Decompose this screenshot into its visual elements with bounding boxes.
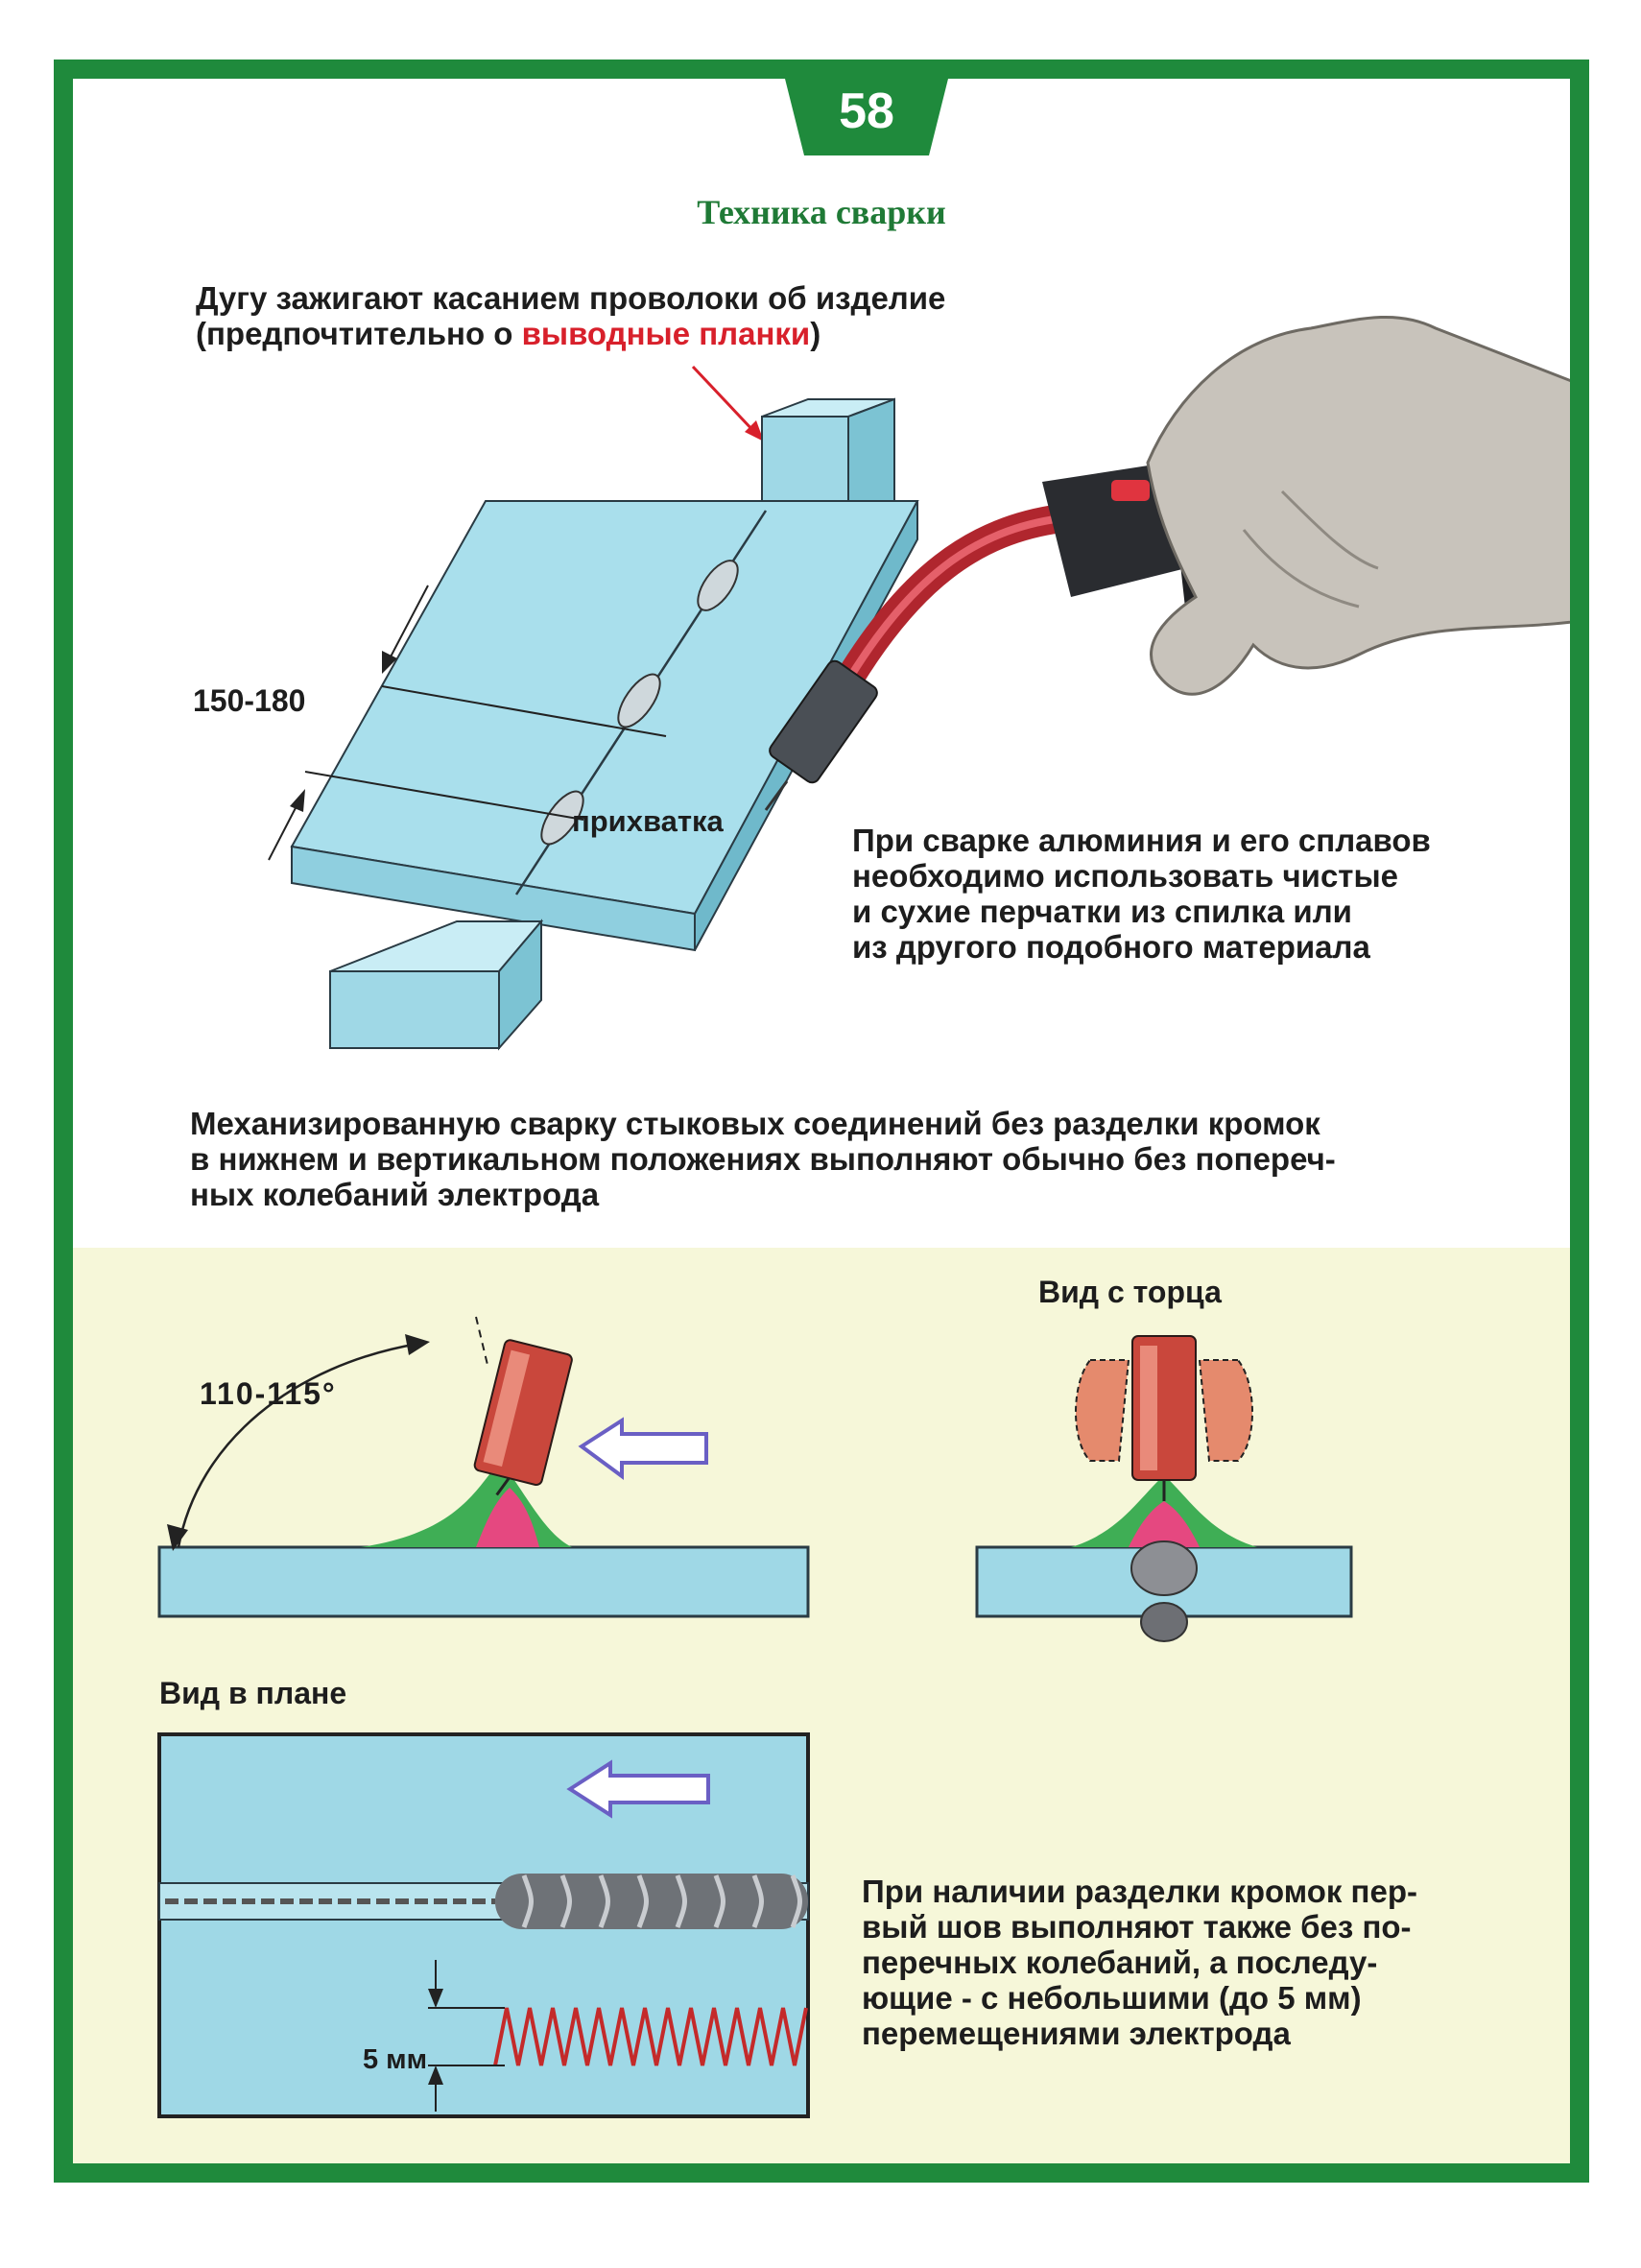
- page-title: Техника сварки: [697, 193, 946, 231]
- plan-view: [157, 1732, 810, 2118]
- bevel-weld-note: При наличии разделки кромок пер- вый шов…: [862, 1874, 1553, 2051]
- run-off-tabs-highlight: выводные планки: [521, 316, 811, 351]
- weld-pool: [476, 1488, 539, 1547]
- side-view-nozzle: [473, 1339, 573, 1496]
- aluminium-note-line-3: и сухие перчатки из спилка или: [852, 894, 1352, 929]
- arc-ignition-line-2: (предпочтительно о выводные планки): [196, 316, 945, 351]
- butt-joint-note: Механизированную сварку стыковых соедине…: [190, 1106, 1336, 1212]
- root-bead: [495, 1874, 808, 1929]
- run-off-tab-top: [761, 397, 895, 522]
- page-number: 58: [839, 84, 894, 139]
- bevel-note-line-4: ющие - с небольшими (до 5 мм): [862, 1980, 1362, 2016]
- bevel-note-line-1: При наличии разделки кромок пер-: [862, 1874, 1417, 1909]
- spacing-dimension-label: 150-180: [193, 683, 306, 718]
- butt-note-line-3: ных колебаний электрода: [190, 1177, 600, 1212]
- weave-amplitude-label: 5 мм: [363, 2044, 428, 2075]
- run-off-tab-bottom: [329, 919, 544, 1051]
- badge-shape: [785, 79, 948, 155]
- tack-weld-label: прихватка: [572, 804, 724, 838]
- torch-angle-label: 110-115°: [200, 1376, 337, 1411]
- spacing-dimension: [268, 585, 667, 861]
- end-view: [975, 1335, 1353, 1642]
- weave-pattern: [493, 2007, 808, 2066]
- tack-welds: [540, 560, 739, 846]
- direction-arrow-side: [578, 1417, 708, 1480]
- angle-arc: [177, 1342, 419, 1548]
- gloved-hand: [1146, 315, 1570, 696]
- aluminium-note-line-2: необходимо использовать чистые: [852, 858, 1399, 894]
- arc-ignition-note: Дугу зажигают касанием проволоки об изде…: [196, 280, 945, 351]
- butt-note-line-1: Механизированную сварку стыковых соедине…: [190, 1106, 1320, 1141]
- page-frame: 58 Техника сварки Дугу зажигают касанием…: [54, 60, 1589, 2183]
- bevel-note-line-2: вый шов выполняют также без по-: [862, 1909, 1412, 1945]
- aluminium-gloves-note: При сварке алюминия и его сплавов необхо…: [852, 823, 1431, 965]
- tack-weld-illustration: [268, 315, 1570, 1051]
- end-view-label: Вид с торца: [1038, 1275, 1222, 1309]
- aluminium-note-line-1: При сварке алюминия и его сплавов: [852, 823, 1431, 858]
- arc-ignition-prefix: (предпочтительно о: [196, 316, 522, 351]
- bevel-note-line-5: перемещениями электрода: [862, 2016, 1291, 2051]
- page-number-badge: 58: [785, 79, 948, 159]
- arc-ignition-line-1: Дугу зажигают касанием проволоки об изде…: [196, 280, 946, 316]
- butt-note-line-2: в нижнем и вертикальном положениях выпол…: [190, 1141, 1336, 1177]
- torch-position-illustrations: [157, 1316, 1353, 2118]
- pointer-arrow: [691, 365, 764, 442]
- bevel-note-line-3: перечных колебаний, а последу-: [862, 1945, 1378, 1980]
- aluminium-note-line-4: из другого подобного материала: [852, 929, 1370, 965]
- side-view: [157, 1316, 810, 1618]
- plan-view-label: Вид в плане: [159, 1676, 347, 1710]
- arc-ignition-suffix: ): [810, 316, 821, 351]
- direction-arrow-plan: [566, 1759, 710, 1819]
- side-view-plate: [157, 1545, 810, 1618]
